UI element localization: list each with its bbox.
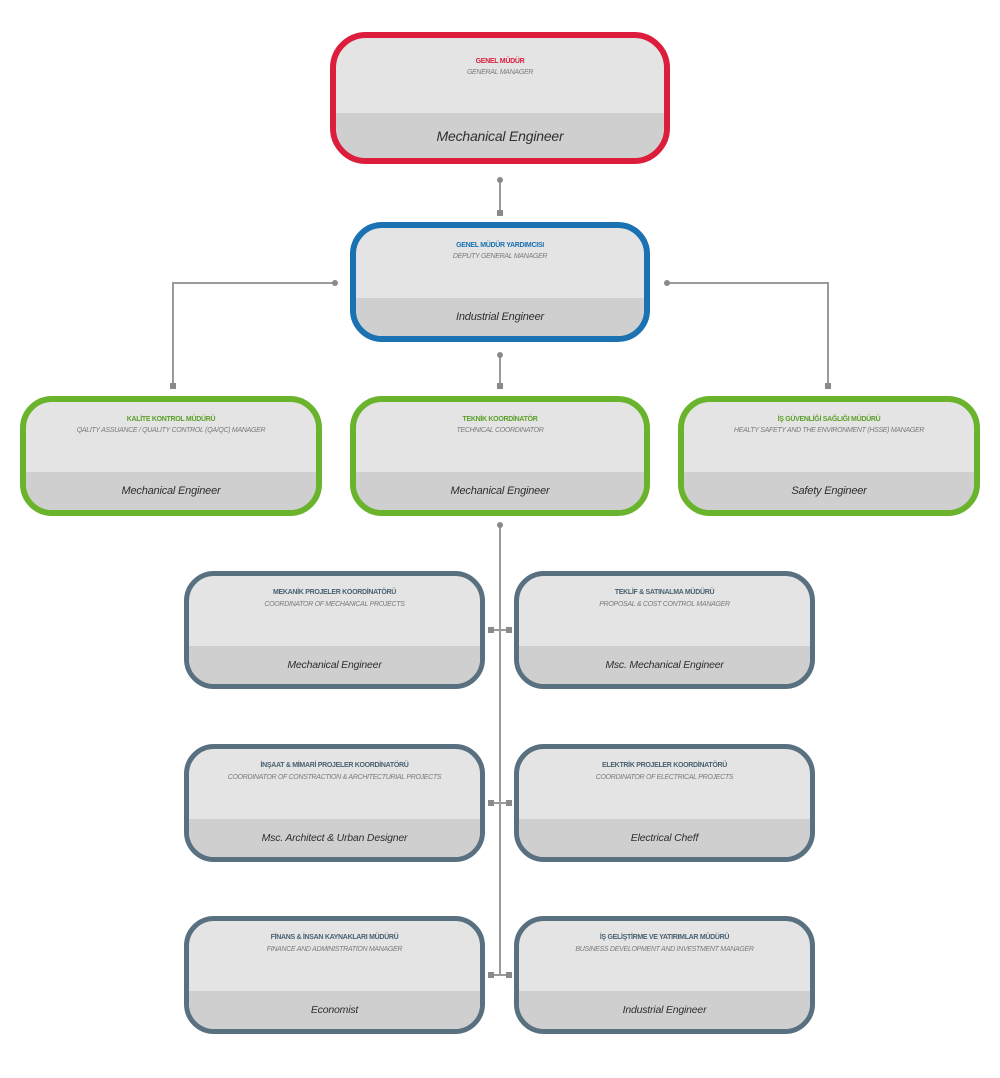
connector-line bbox=[666, 282, 828, 284]
node-qualification-bar: Safety Engineer bbox=[684, 472, 974, 510]
connector-end bbox=[825, 383, 831, 389]
electrical-projects-coordinator-box: ELEKTRİK PROJELER KOORDİNATÖRÜ COORDINAT… bbox=[514, 744, 815, 862]
node-qualification-bar: Mechanical Engineer bbox=[336, 113, 664, 158]
connector-dot bbox=[332, 280, 338, 286]
connector-line bbox=[827, 282, 829, 386]
connector-end bbox=[488, 627, 494, 633]
node-qualification: Industrial Engineer bbox=[456, 311, 544, 323]
node-title: İŞ GELİŞTİRME VE YATIRIMLAR MÜDÜRÜ bbox=[599, 934, 730, 941]
node-title: ELEKTRİK PROJELER KOORDİNATÖRÜ bbox=[601, 762, 728, 769]
node-subtitle: COORDINATOR OF CONSTRACTION & ARCHITECTU… bbox=[227, 774, 442, 782]
node-qualification: Safety Engineer bbox=[791, 485, 867, 497]
connector-line bbox=[490, 802, 510, 804]
general-manager-box: GENEL MÜDÜR GENERAL MANAGER Mechanical E… bbox=[330, 32, 670, 164]
node-title: TEKNİK KOORDİNATÖR bbox=[462, 416, 538, 423]
node-header: TEKNİK KOORDİNATÖR TECHNICAL COORDINATOR bbox=[356, 402, 644, 435]
connector-line bbox=[490, 974, 510, 976]
hsse-manager-box: İŞ GÜVENLİĞİ SAĞLIĞI MÜDÜRÜ HEALTY SAFET… bbox=[678, 396, 980, 516]
node-title: GENEL MÜDÜR YARDIMCISI bbox=[456, 242, 544, 249]
connector-line bbox=[172, 282, 335, 284]
deputy-general-manager-box: GENEL MÜDÜR YARDIMCISI DEPUTY GENERAL MA… bbox=[350, 222, 650, 342]
connector-end bbox=[170, 383, 176, 389]
technical-coordinator-box: TEKNİK KOORDİNATÖR TECHNICAL COORDINATOR… bbox=[350, 396, 650, 516]
node-subtitle: TECHNICAL COORDINATOR bbox=[456, 427, 544, 435]
node-title: TEKLİF & SATINALMA MÜDÜRÜ bbox=[614, 589, 715, 596]
node-header: KALİTE KONTROL MÜDÜRÜ QALITY ASSUANCE / … bbox=[26, 402, 316, 435]
node-title: İŞ GÜVENLİĞİ SAĞLIĞI MÜDÜRÜ bbox=[777, 416, 881, 423]
connector-end bbox=[497, 383, 503, 389]
connector-line bbox=[499, 525, 501, 975]
connector-line bbox=[499, 180, 501, 212]
node-qualification-bar: Industrial Engineer bbox=[519, 991, 810, 1029]
node-subtitle: GENERAL MANAGER bbox=[466, 69, 534, 77]
node-qualification-bar: Msc. Architect & Urban Designer bbox=[189, 819, 480, 857]
node-qualification: Mechanical Engineer bbox=[121, 485, 221, 497]
node-subtitle: QALITY ASSUANCE / QUALITY CONTROL (QA/QC… bbox=[76, 427, 266, 435]
connector-end bbox=[497, 210, 503, 216]
connector-end bbox=[488, 800, 494, 806]
node-qualification-bar: Mechanical Engineer bbox=[26, 472, 316, 510]
connector-line bbox=[172, 282, 174, 386]
node-qualification-bar: Industrial Engineer bbox=[356, 298, 644, 336]
connector-line bbox=[490, 629, 510, 631]
node-title: İNŞAAT & MİMARİ PROJELER KOORDİNATÖRÜ bbox=[260, 762, 409, 769]
node-qualification: Electrical Cheff bbox=[630, 832, 699, 844]
node-header: İŞ GELİŞTİRME VE YATIRIMLAR MÜDÜRÜ BUSIN… bbox=[519, 921, 810, 954]
node-qualification-bar: Msc. Mechanical Engineer bbox=[519, 646, 810, 684]
proposal-purchasing-manager-box: TEKLİF & SATINALMA MÜDÜRÜ PROPOSAL & COS… bbox=[514, 571, 815, 689]
connector-dot bbox=[497, 177, 503, 183]
node-subtitle: COORDINATOR OF MECHANICAL PROJECTS bbox=[264, 601, 405, 609]
connector-dot bbox=[497, 352, 503, 358]
node-header: MEKANİK PROJELER KOORDİNATÖRÜ COORDINATO… bbox=[189, 576, 480, 609]
connector-end bbox=[506, 800, 512, 806]
node-qualification-bar: Economist bbox=[189, 991, 480, 1029]
node-subtitle: COORDINATOR OF ELECTRICAL PROJECTS bbox=[595, 774, 734, 782]
node-qualification-bar: Electrical Cheff bbox=[519, 819, 810, 857]
connector-dot bbox=[664, 280, 670, 286]
node-qualification-bar: Mechanical Engineer bbox=[356, 472, 644, 510]
connector-end bbox=[488, 972, 494, 978]
node-qualification: Msc. Architect & Urban Designer bbox=[261, 832, 408, 844]
connector-line bbox=[499, 355, 501, 386]
finance-hr-manager-box: FİNANS & İNSAN KAYNAKLARI MÜDÜRÜ FINANCE… bbox=[184, 916, 485, 1034]
node-subtitle: PROPOSAL & COST CONTROL MANAGER bbox=[599, 601, 730, 609]
node-title: GENEL MÜDÜR bbox=[475, 58, 525, 65]
business-development-manager-box: İŞ GELİŞTİRME VE YATIRIMLAR MÜDÜRÜ BUSIN… bbox=[514, 916, 815, 1034]
node-subtitle: HEALTY SAFETY AND THE ENVIRONMENT (HSSE)… bbox=[733, 427, 925, 435]
construction-architecture-coordinator-box: İNŞAAT & MİMARİ PROJELER KOORDİNATÖRÜ CO… bbox=[184, 744, 485, 862]
node-qualification: Mechanical Engineer bbox=[287, 659, 382, 671]
node-header: FİNANS & İNSAN KAYNAKLARI MÜDÜRÜ FINANCE… bbox=[189, 921, 480, 954]
node-qualification: Mechanical Engineer bbox=[436, 127, 564, 144]
node-title: KALİTE KONTROL MÜDÜRÜ bbox=[126, 416, 216, 423]
mechanical-projects-coordinator-box: MEKANİK PROJELER KOORDİNATÖRÜ COORDINATO… bbox=[184, 571, 485, 689]
connector-end bbox=[506, 627, 512, 633]
node-title: FİNANS & İNSAN KAYNAKLARI MÜDÜRÜ bbox=[270, 934, 399, 941]
node-qualification: Mechanical Engineer bbox=[450, 485, 550, 497]
node-subtitle: DEPUTY GENERAL MANAGER bbox=[452, 253, 548, 261]
quality-control-manager-box: KALİTE KONTROL MÜDÜRÜ QALITY ASSUANCE / … bbox=[20, 396, 322, 516]
node-header: GENEL MÜDÜR GENERAL MANAGER bbox=[336, 38, 664, 77]
node-subtitle: FINANCE AND ADMINISTRATION MANAGER bbox=[266, 946, 403, 954]
node-header: TEKLİF & SATINALMA MÜDÜRÜ PROPOSAL & COS… bbox=[519, 576, 810, 609]
node-header: İŞ GÜVENLİĞİ SAĞLIĞI MÜDÜRÜ HEALTY SAFET… bbox=[684, 402, 974, 435]
node-qualification: Economist bbox=[310, 1004, 359, 1016]
node-title: MEKANİK PROJELER KOORDİNATÖRÜ bbox=[272, 589, 396, 596]
node-qualification: Msc. Mechanical Engineer bbox=[605, 659, 724, 671]
connector-end bbox=[506, 972, 512, 978]
node-subtitle: BUSINESS DEVELOPMENT AND INVESTMENT MANA… bbox=[575, 946, 754, 954]
node-qualification: Industrial Engineer bbox=[622, 1004, 707, 1016]
node-header: İNŞAAT & MİMARİ PROJELER KOORDİNATÖRÜ CO… bbox=[189, 749, 480, 782]
node-header: GENEL MÜDÜR YARDIMCISI DEPUTY GENERAL MA… bbox=[356, 228, 644, 261]
node-qualification-bar: Mechanical Engineer bbox=[189, 646, 480, 684]
connector-dot bbox=[497, 522, 503, 528]
node-header: ELEKTRİK PROJELER KOORDİNATÖRÜ COORDINAT… bbox=[519, 749, 810, 782]
